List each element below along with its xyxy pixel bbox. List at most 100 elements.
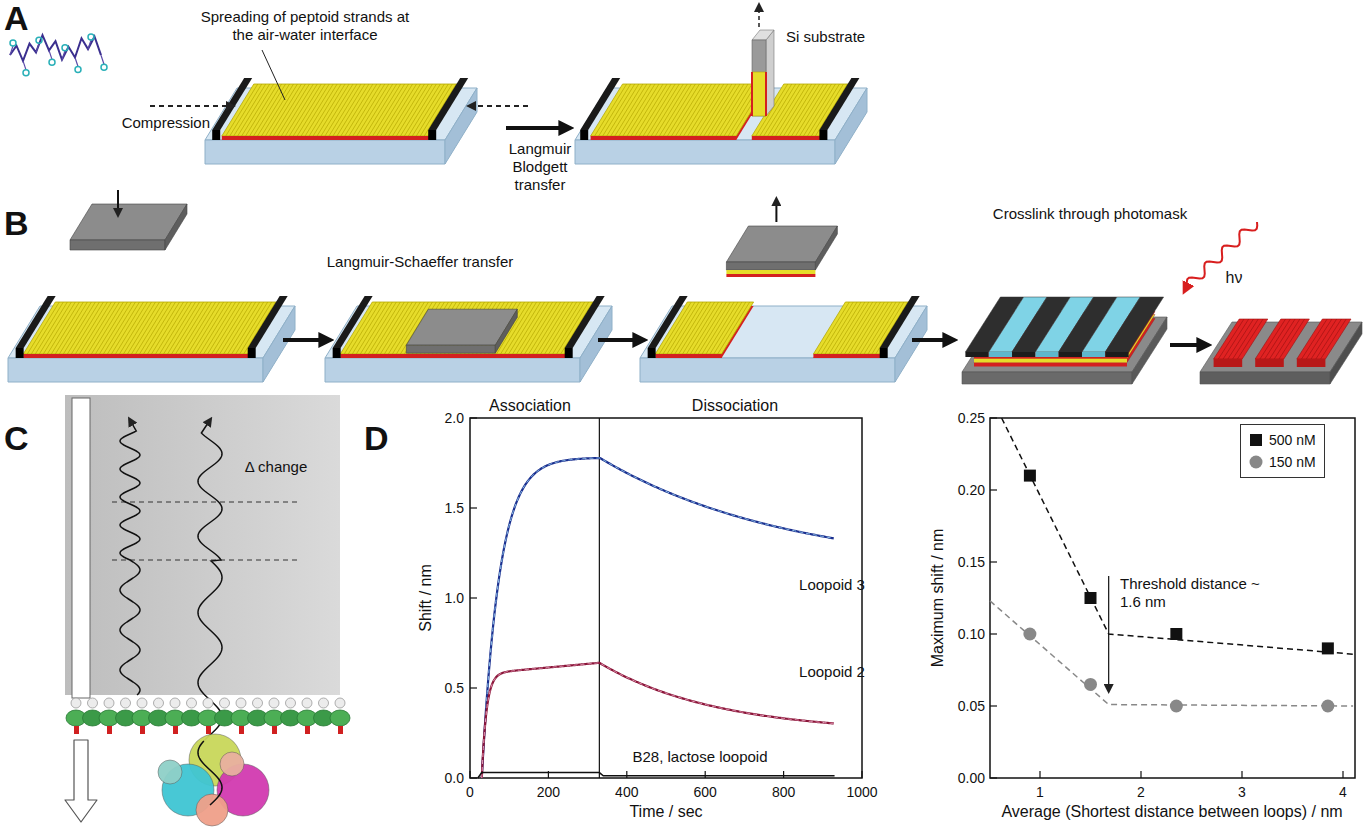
illustration-part <box>148 302 180 354</box>
leader-line <box>262 50 285 100</box>
illustration-part <box>302 698 312 708</box>
illustration-part <box>710 302 742 354</box>
data-point <box>1321 700 1334 713</box>
illustration-part <box>144 302 176 354</box>
illustration-part <box>360 302 392 354</box>
illustration-part <box>575 140 835 164</box>
illustration-part <box>469 771 470 778</box>
illustration-part <box>651 84 683 136</box>
annotation: Si substrate <box>786 28 865 46</box>
illustration-part <box>752 40 766 116</box>
legend-label: 500 nM <box>1269 432 1316 448</box>
illustration-part <box>989 352 1012 357</box>
illustration-part <box>864 302 896 354</box>
illustration-part <box>176 302 208 354</box>
illustration-part <box>104 698 114 708</box>
tick-label: 0.5 <box>445 680 464 697</box>
illustration-part <box>684 84 716 136</box>
data-point <box>1024 470 1036 482</box>
illustration-part <box>659 84 691 136</box>
tick-label: 2.0 <box>445 410 464 427</box>
peptoid-film <box>340 302 596 358</box>
light-arrow <box>1185 222 1257 290</box>
tick-label: 0 <box>466 784 474 801</box>
illustration-part <box>726 270 815 274</box>
illustration-part <box>208 302 240 354</box>
illustration-part <box>521 302 553 354</box>
illustration-part <box>345 84 377 136</box>
trough-barrier <box>248 296 288 358</box>
tick-label: 200 <box>537 784 560 801</box>
langmuir-trough <box>640 296 927 382</box>
illustration-part <box>683 302 715 354</box>
patterned-substrate <box>1200 319 1362 384</box>
illustration-part <box>837 302 869 354</box>
illustration-part <box>784 84 816 136</box>
illustration-part <box>495 309 517 353</box>
illustration-part <box>1321 319 1347 359</box>
legend-row: 150 nM <box>1249 451 1316 473</box>
illustration-part <box>137 698 147 708</box>
illustration-part <box>297 84 329 136</box>
illustration-part <box>131 302 163 354</box>
illustration-part <box>1185 222 1257 290</box>
illustration-part <box>72 398 90 698</box>
trough-barrier <box>212 78 252 140</box>
illustration-part <box>127 302 159 354</box>
illustration-part <box>31 302 63 354</box>
illustration-part <box>1105 352 1128 357</box>
illustration-part <box>261 84 293 136</box>
illustration-part <box>154 698 164 708</box>
illustration-part <box>880 348 888 358</box>
panel-d-charts <box>470 418 1355 778</box>
illustration-part <box>688 84 720 136</box>
illustration-part <box>990 561 997 562</box>
annotation: Langmuir Blodgett transfer <box>500 140 580 194</box>
illustration-part <box>364 302 396 354</box>
trough-barrier <box>819 78 859 140</box>
illustration-part <box>696 84 728 136</box>
illustration-part <box>293 84 325 136</box>
illustration-part <box>687 302 719 354</box>
illustration-part <box>704 84 736 136</box>
tick-label: 400 <box>615 784 638 801</box>
langmuir-trough <box>575 78 867 164</box>
illustration-part <box>222 136 428 140</box>
illustration-part <box>216 302 248 354</box>
illustration-part <box>675 302 707 354</box>
process-arrow <box>506 128 568 129</box>
illustration-part <box>813 354 879 358</box>
panel-b-illustration <box>8 190 1362 384</box>
illustration-part <box>1233 319 1259 359</box>
illustration-part <box>640 358 895 382</box>
illustration-part <box>357 84 389 136</box>
illustration-part <box>341 84 373 136</box>
illustration-part <box>861 771 862 778</box>
illustration-part <box>849 302 881 354</box>
illustration-part <box>329 84 361 136</box>
illustration-part <box>752 72 766 116</box>
illustration-part <box>67 302 99 354</box>
peptoid-film <box>591 84 769 140</box>
illustration-part <box>400 84 432 136</box>
annotation: Crosslink through photomask <box>993 205 1187 223</box>
series-label: Loopoid 3 <box>799 576 865 594</box>
illustration-part <box>16 348 24 358</box>
trough-barrier <box>333 296 373 358</box>
illustration-part <box>43 302 75 354</box>
illustration-part <box>220 302 252 354</box>
illustration-part <box>170 698 180 708</box>
illustration-part <box>720 84 752 136</box>
illustration-part <box>376 302 408 354</box>
illustration-part <box>529 302 561 354</box>
illustration-part <box>1297 359 1326 367</box>
illustration-part <box>1035 352 1058 357</box>
illustration-part <box>702 302 734 354</box>
illustration-part <box>412 84 444 136</box>
fit-curve <box>482 458 834 778</box>
fit-curve <box>482 663 834 778</box>
peptoid-film <box>23 302 279 358</box>
data-point <box>1084 678 1097 691</box>
illustration-part <box>212 302 244 354</box>
